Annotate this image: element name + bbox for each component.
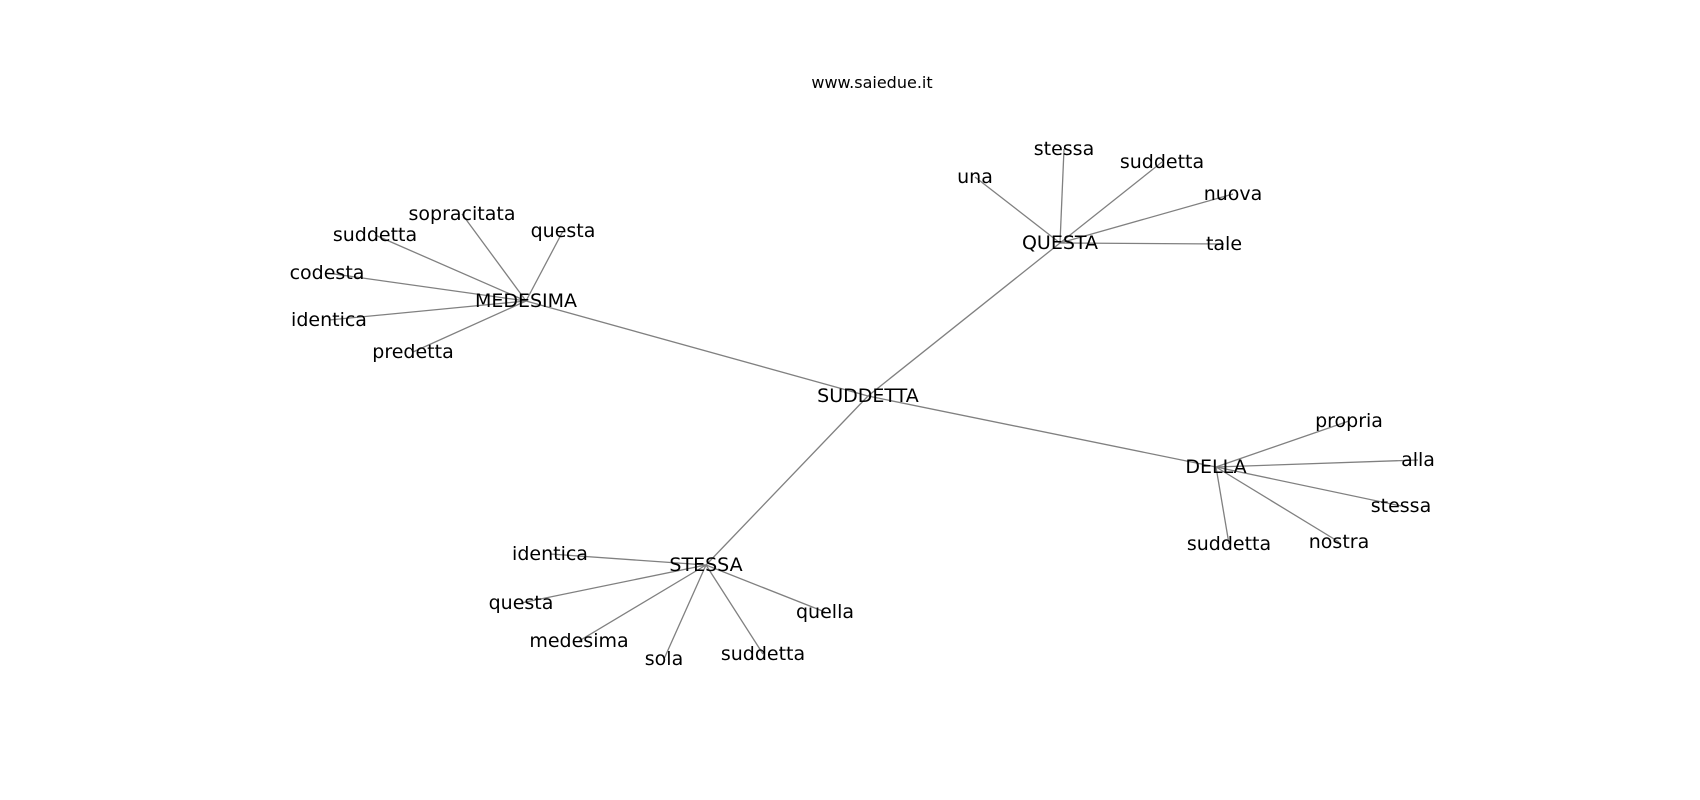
edge-stessa_hub-quella — [705, 564, 826, 613]
edge-center-stessa_hub — [705, 395, 869, 566]
edge-della-stessa — [1215, 466, 1402, 507]
node-leaf-medesima-codesta: codesta — [290, 262, 365, 284]
edge-medesima-questa — [525, 230, 564, 302]
node-leaf-medesima-sopracitata: sopracitata — [409, 203, 516, 225]
node-labels: SUDDETTA MEDESIMA sopracitata questa suddett… — [290, 138, 1435, 670]
node-leaf-questa_hub-suddetta: suddetta — [1120, 151, 1204, 173]
edge-medesima-suddetta — [374, 234, 527, 302]
node-leaf-questa_hub-tale: tale — [1206, 233, 1242, 255]
node-leaf-questa_hub-una: una — [957, 166, 993, 188]
edge-stessa_hub-suddetta — [705, 564, 764, 655]
edge-questa_hub-tale — [1059, 242, 1225, 245]
edge-medesima-identica — [328, 300, 527, 321]
node-leaf-della-nostra: nostra — [1309, 531, 1369, 553]
node-hub-stessa_hub: STESSA — [669, 554, 742, 576]
edge-della-suddetta — [1215, 466, 1230, 545]
edge-center-medesima — [525, 300, 869, 397]
edge-stessa_hub-questa — [520, 564, 707, 604]
node-hub-della: DELLA — [1185, 456, 1246, 478]
node-leaf-medesima-suddetta: suddetta — [333, 224, 417, 246]
edge-center-questa_hub — [867, 242, 1061, 397]
node-leaf-della-stessa: stessa — [1371, 495, 1431, 517]
edge-medesima-predetta — [412, 300, 527, 353]
edge-stessa_hub-sola — [663, 564, 707, 660]
node-leaf-questa_hub-nuova: nuova — [1204, 183, 1263, 205]
edge-stessa_hub-medesima — [578, 564, 707, 642]
node-leaf-stessa_hub-medesima: medesima — [529, 630, 628, 652]
node-hub-medesima: MEDESIMA — [475, 290, 577, 312]
node-leaf-medesima-identica: identica — [291, 309, 367, 331]
edge-questa_hub-suddetta — [1059, 161, 1163, 244]
edge-medesima-sopracitata — [461, 213, 527, 302]
edge-questa_hub-stessa — [1059, 148, 1065, 244]
node-leaf-questa_hub-stessa: stessa — [1034, 138, 1094, 160]
node-leaf-della-suddetta: suddetta — [1187, 533, 1271, 555]
edge-questa_hub-nuova — [1059, 193, 1234, 244]
edge-della-nostra — [1215, 466, 1340, 543]
edge-center-della — [867, 395, 1217, 468]
node-leaf-stessa_hub-quella: quella — [796, 601, 854, 623]
edge-della-alla — [1215, 459, 1419, 468]
edges — [326, 148, 1419, 660]
edge-stessa_hub-identica — [549, 553, 707, 566]
node-leaf-della-alla: alla — [1401, 449, 1435, 471]
node-center-suddetta: SUDDETTA — [817, 385, 919, 407]
node-leaf-medesima-predetta: predetta — [372, 341, 453, 363]
edge-medesima-codesta — [326, 272, 527, 302]
edge-della-propria — [1215, 420, 1350, 468]
node-leaf-stessa_hub-identica: identica — [512, 543, 588, 565]
node-leaf-stessa_hub-sola: sola — [645, 648, 683, 670]
node-hub-questa_hub: QUESTA — [1022, 232, 1098, 254]
edge-questa_hub-una — [974, 176, 1061, 244]
watermark: www.saiedue.it — [811, 73, 932, 92]
node-leaf-stessa_hub-suddetta: suddetta — [721, 643, 805, 665]
node-leaf-medesima-questa: questa — [531, 220, 596, 242]
node-leaf-stessa_hub-questa: questa — [489, 592, 554, 614]
node-leaf-della-propria: propria — [1315, 410, 1383, 432]
